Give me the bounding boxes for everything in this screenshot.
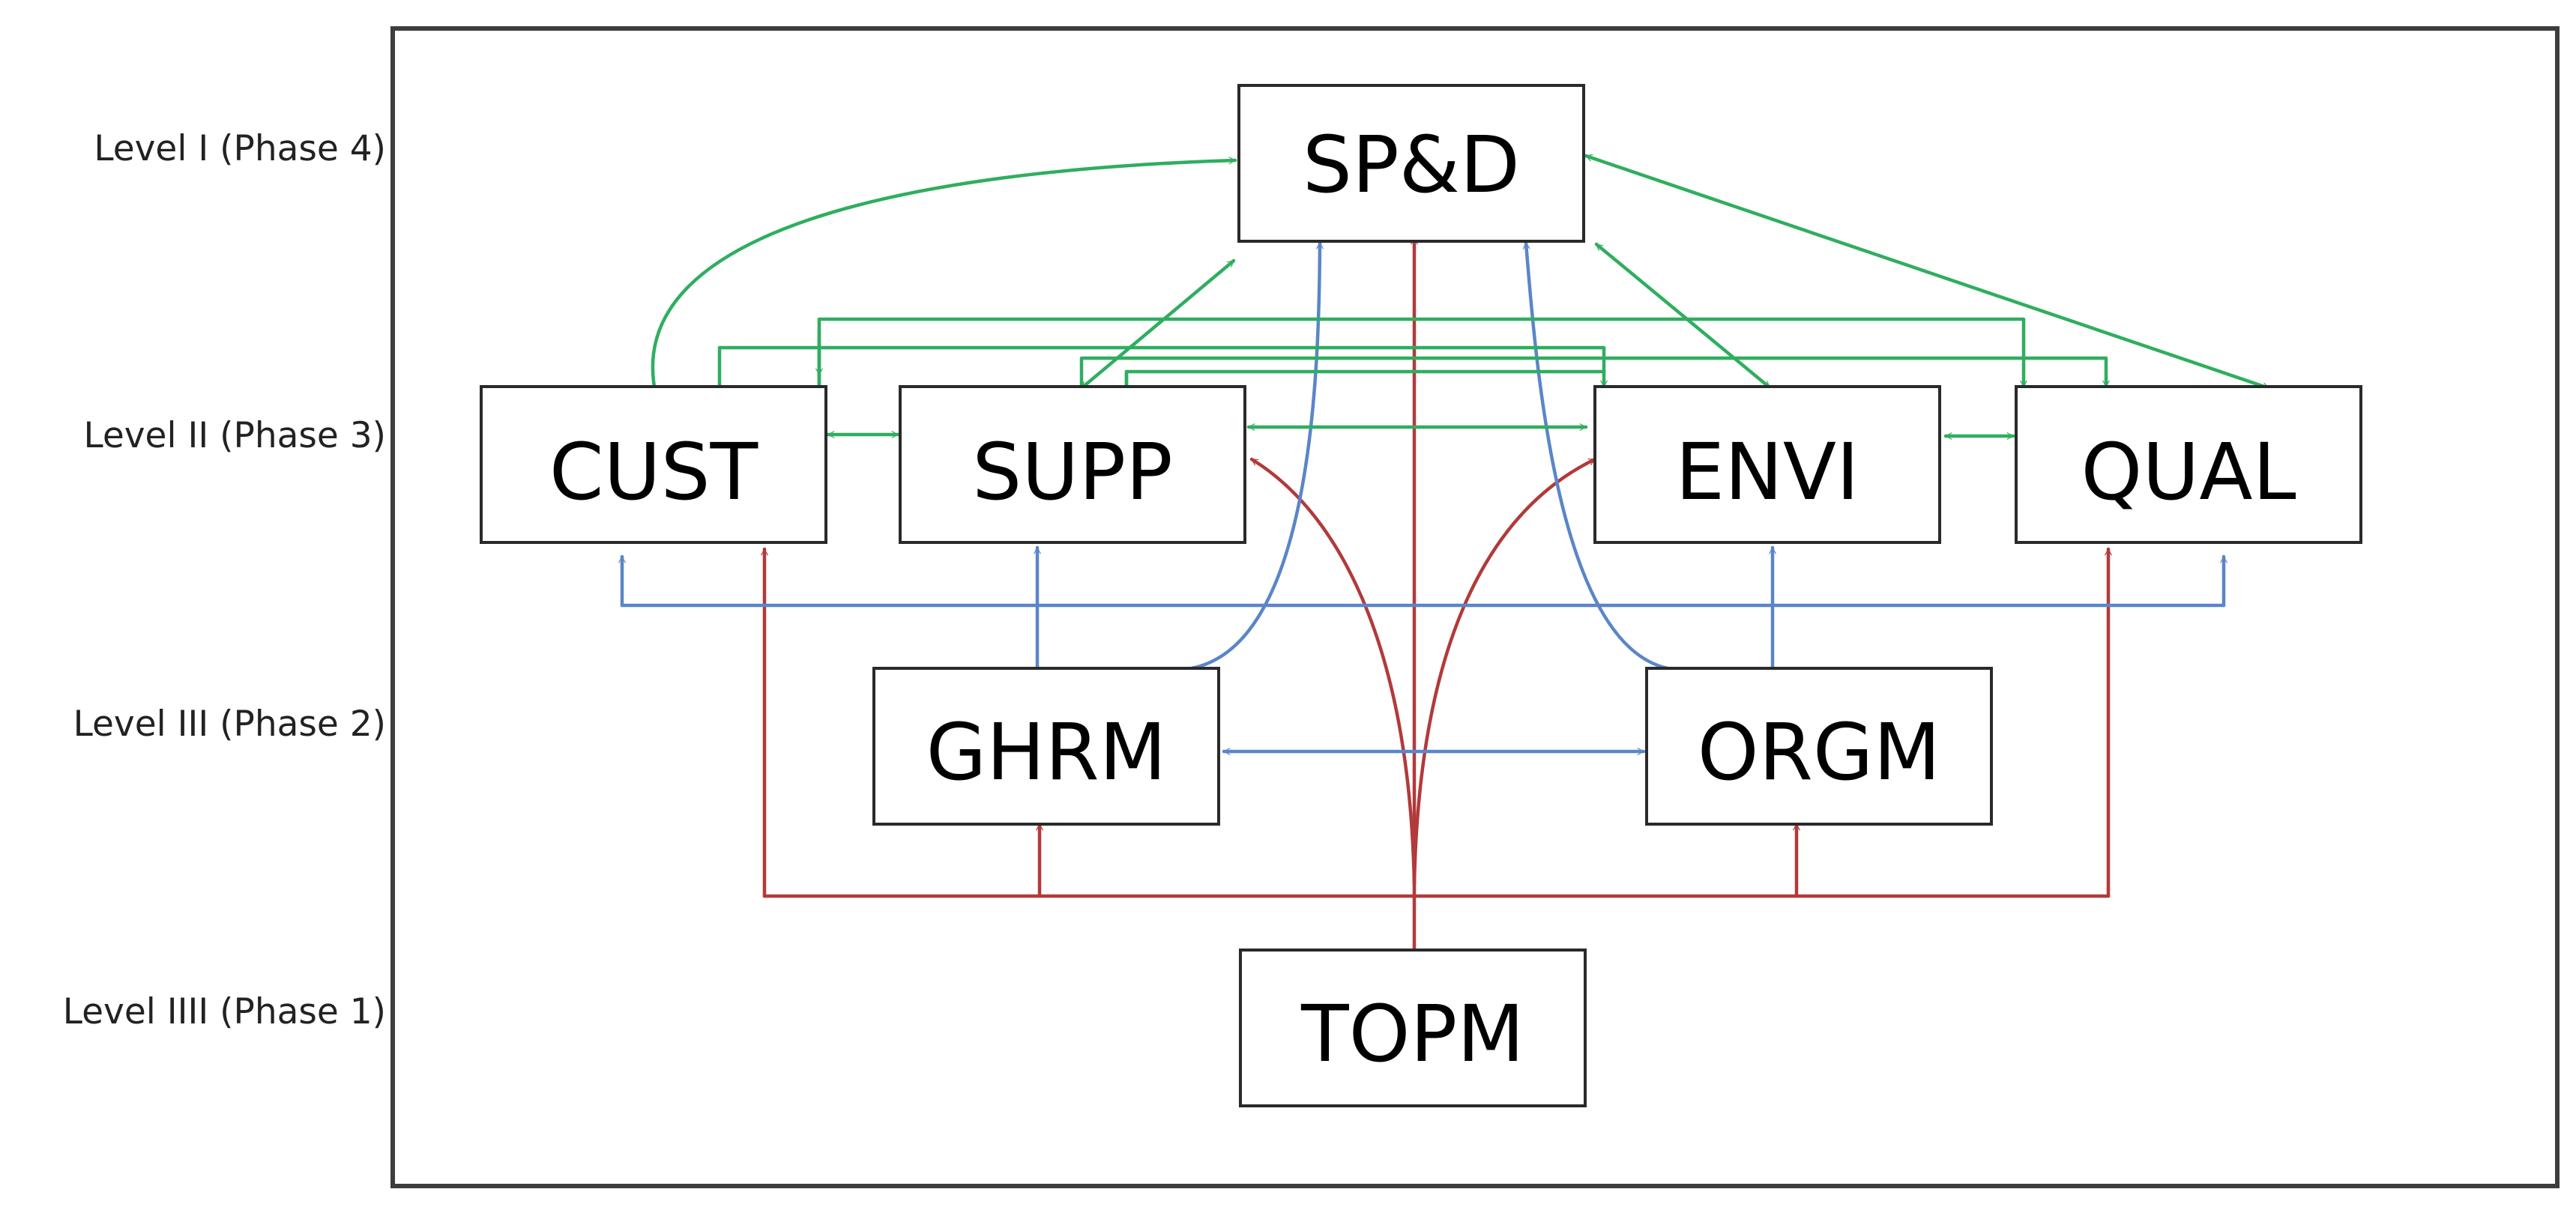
green-spd-qual	[1584, 154, 2271, 390]
node-ghrm-label: GHRM	[926, 707, 1167, 798]
red-topm-envi	[1412, 457, 1597, 886]
blue-orgm-spd	[1522, 241, 1670, 671]
level-2-label: Level II (Phase 3)	[83, 415, 386, 456]
diagram-frame	[390, 26, 2560, 1188]
level-4-label: Level IIII (Phase 1)	[63, 991, 386, 1032]
red-connectors	[760, 236, 2113, 952]
level-1-label: Level I (Phase 4)	[94, 128, 386, 169]
node-spd-box	[1237, 84, 1585, 243]
green-spd-supp	[1079, 258, 1236, 390]
blue-connectors	[618, 241, 2228, 756]
green-spd-envi	[1594, 242, 1772, 390]
green-connectors	[651, 154, 2271, 441]
node-supp-label: SUPP	[972, 426, 1173, 518]
level-3-label: Level III (Phase 2)	[73, 704, 386, 745]
node-supp-box	[899, 385, 1246, 544]
node-envi-box	[1593, 385, 1941, 544]
node-cust-box	[480, 385, 827, 544]
node-envi: ENVI	[1593, 385, 1941, 544]
node-cust-label: CUST	[549, 426, 758, 518]
node-orgm-box	[1645, 667, 1993, 826]
node-qual-box	[2015, 385, 2362, 544]
node-topm: TOPM	[1239, 949, 1587, 1107]
node-ghrm-box	[872, 667, 1220, 826]
green-cust-envi	[717, 345, 1608, 389]
red-topm-supp	[1249, 457, 1417, 886]
green-cust-spd	[651, 157, 1237, 389]
node-envi-label: ENVI	[1675, 426, 1859, 518]
node-topm-label: TOPM	[1300, 988, 1524, 1080]
green-supp-envi	[1124, 369, 1606, 389]
node-spd-label: SP&D	[1303, 119, 1520, 211]
node-supp: SUPP	[899, 385, 1246, 544]
node-orgm-label: ORGM	[1698, 707, 1940, 798]
node-spd: SP&D	[1237, 84, 1585, 243]
node-qual-label: QUAL	[2081, 426, 2296, 518]
node-topm-box	[1239, 949, 1587, 1107]
node-ghrm: GHRM	[872, 667, 1220, 826]
node-qual: QUAL	[2015, 385, 2362, 544]
node-cust: CUST	[480, 385, 827, 544]
green-cust-qual	[817, 317, 2028, 389]
node-orgm: ORGM	[1645, 667, 1993, 826]
green-supp-qual	[1079, 356, 2111, 390]
blue-ghrm-spd	[1189, 241, 1324, 671]
